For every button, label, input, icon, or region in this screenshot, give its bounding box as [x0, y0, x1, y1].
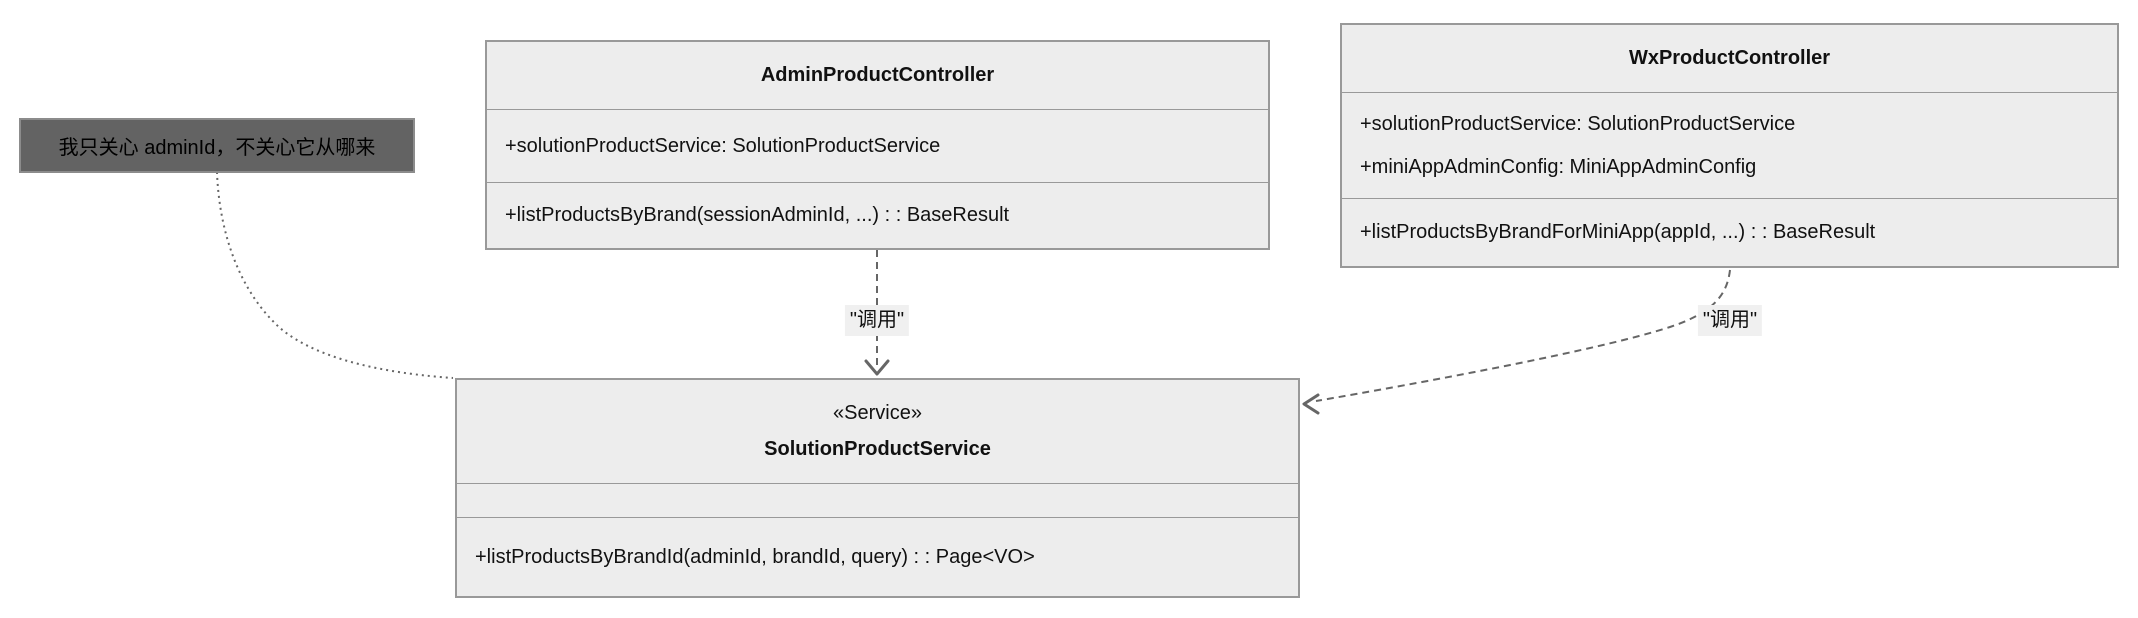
method-text: +listProductsByBrandId(adminId, brandId,… [475, 545, 1035, 568]
class-solution-product-service: «Service» SolutionProductService +listPr… [455, 378, 1300, 598]
class-methods: +listProductsByBrand(sessionAdminId, ...… [487, 182, 1268, 248]
class-attributes: +solutionProductService: SolutionProduct… [1342, 92, 2117, 198]
arrowhead-left-icon [1302, 393, 1320, 415]
method-text: +listProductsByBrandForMiniApp(appId, ..… [1360, 221, 1876, 243]
edge-wx-to-service [1315, 269, 1731, 402]
class-methods: +listProductsByBrandId(adminId, brandId,… [457, 517, 1298, 596]
attribute-text: +miniAppAdminConfig: MiniAppAdminConfig [1360, 155, 1757, 178]
note-text: 我只关心 adminId，不关心它从哪来 [58, 137, 376, 159]
class-wx-product-controller: WxProductController +solutionProductServ… [1340, 23, 2119, 268]
class-title: WxProductController [1628, 47, 1831, 69]
class-methods: +listProductsByBrandForMiniApp(appId, ..… [1342, 198, 2117, 266]
attribute-text: +solutionProductService: SolutionProduct… [1360, 112, 1796, 135]
class-header: WxProductController [1342, 25, 2117, 92]
class-attributes: +solutionProductService: SolutionProduct… [487, 109, 1268, 182]
attribute-text: +solutionProductService: SolutionProduct… [505, 134, 941, 157]
method-text: +listProductsByBrand(sessionAdminId, ...… [505, 204, 1010, 226]
note-anchor-line [216, 171, 454, 379]
arrowhead-down-icon [864, 359, 890, 376]
class-header: «Service» SolutionProductService [457, 380, 1298, 483]
class-stereotype: «Service» [833, 402, 922, 424]
class-admin-product-controller: AdminProductController +solutionProductS… [485, 40, 1270, 250]
class-header: AdminProductController [487, 42, 1268, 109]
class-title: SolutionProductService [764, 438, 991, 460]
note-adminid: 我只关心 adminId，不关心它从哪来 [19, 118, 415, 173]
class-attributes-empty [457, 483, 1298, 517]
edge-label-call: "调用" [844, 305, 910, 336]
edge-label-call: "调用" [1697, 305, 1763, 336]
class-title: AdminProductController [760, 64, 995, 86]
